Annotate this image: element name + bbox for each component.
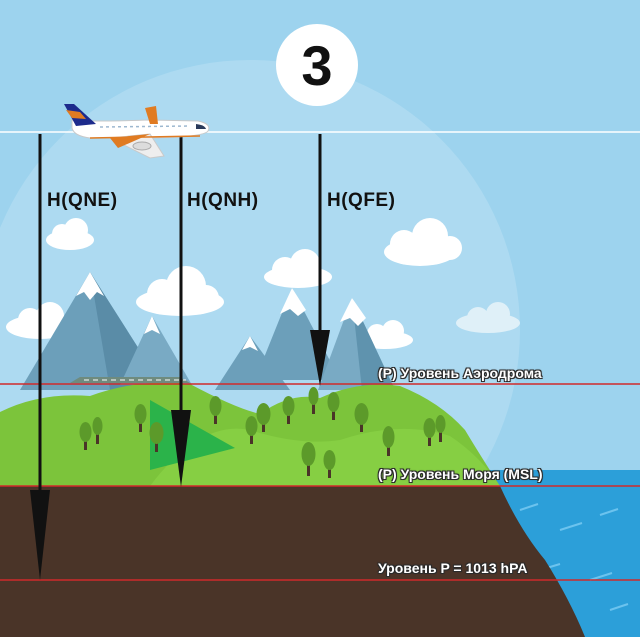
cloud [384,218,462,266]
sea-level-label: (P) Уровень Моря (MSL) [378,466,543,482]
step-number-badge: 3 [276,24,358,106]
tree [323,450,336,478]
sea-ripples [519,503,629,611]
qne-arrow [30,134,50,580]
tree [382,426,395,456]
aerodrome-level-label: (P) Уровень Аэродрома [378,365,542,381]
tree [423,418,436,446]
step-number: 3 [301,33,333,97]
tree [435,415,446,442]
airplane-icon [64,104,210,159]
tree [308,387,319,414]
qne-altitude-label: H(QNE) [47,190,118,211]
tree [256,403,271,432]
qfe-arrow [310,134,330,386]
mountain-snow [340,298,366,326]
tree [354,403,369,432]
qnh-arrow [171,134,191,487]
mountain-snow [144,316,160,334]
tree [92,417,103,444]
mountain [120,316,192,385]
qnh-altitude-label: H(QNH) [187,190,259,211]
cloud [456,302,520,333]
tree [282,396,295,424]
tree [327,392,340,420]
mountain-snow [76,272,104,300]
standard-pressure-label: Уровень P = 1013 hPA [378,560,528,576]
tree [149,422,164,452]
qfe-altitude-label: H(QFE) [327,190,396,211]
tree [134,404,147,432]
cloud [264,249,332,288]
tree [245,416,258,444]
grass-slope [150,400,235,470]
cloud [46,218,94,250]
tree [209,396,222,424]
ground [0,486,585,637]
tree [301,442,316,476]
mountain-snow [242,336,258,351]
tree [79,422,92,450]
mountain-snow [280,288,306,316]
